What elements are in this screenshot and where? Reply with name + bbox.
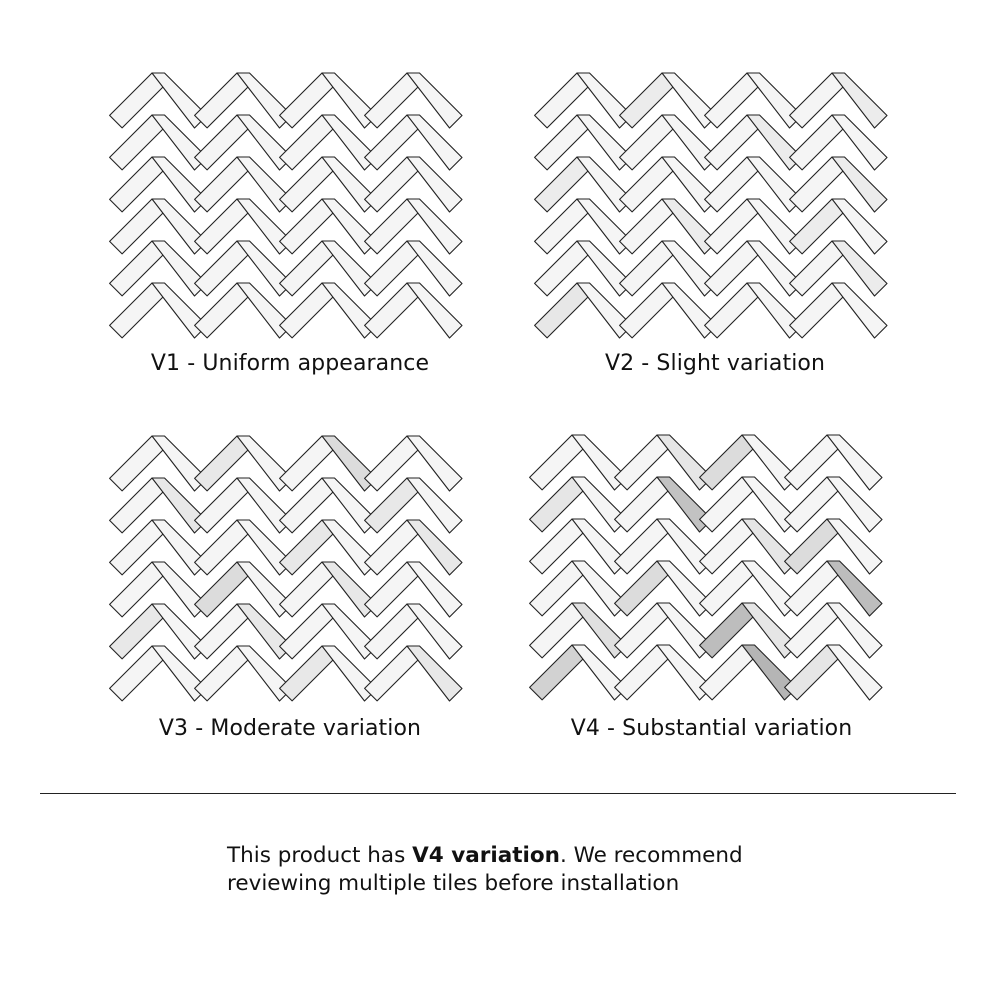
note-emphasis: V4 variation [412, 843, 560, 868]
tile-brick [831, 156, 888, 213]
section-divider [40, 793, 956, 794]
tile-sheet-group [109, 72, 463, 339]
caption-v3: V3 - Moderate variation [158, 716, 422, 741]
tile-brick [406, 477, 463, 534]
herringbone-tile-v4 [529, 434, 883, 701]
variation-note: This product has V4 variation. We recomm… [227, 842, 743, 898]
caption-v2: V2 - Slight variation [604, 351, 826, 376]
tile-brick [406, 603, 463, 660]
tile-sheet-group [529, 434, 883, 701]
note-line-2: reviewing multiple tiles before installa… [227, 871, 680, 896]
note-text-after: . We recommend [559, 843, 743, 868]
tile-brick [831, 282, 888, 339]
caption-v4: V4 - Substantial variation [570, 716, 853, 741]
tile-brick [406, 645, 463, 702]
variation-panel-v4: V4 - Substantial variation [510, 407, 913, 766]
variation-panel-v2: V2 - Slight variation [515, 45, 915, 405]
tile-brick [831, 198, 888, 255]
tile-brick [826, 518, 883, 575]
herringbone-tile-v1 [109, 72, 463, 339]
note-line-1: This product has V4 variation. We recomm… [227, 842, 743, 870]
herringbone-tile-v2 [534, 72, 888, 339]
caption-v1: V1 - Uniform appearance [150, 351, 430, 376]
tile-brick [826, 602, 883, 659]
tile-sheet-group [109, 435, 463, 702]
tile-brick [831, 114, 888, 171]
tile-brick [826, 560, 883, 617]
tile-brick [406, 240, 463, 297]
tile-brick [826, 434, 883, 491]
tile-brick [406, 561, 463, 618]
tile-brick [826, 476, 883, 533]
tile-brick [406, 198, 463, 255]
tile-brick [406, 72, 463, 129]
note-text-before: This product has [227, 843, 413, 868]
tile-brick [406, 435, 463, 492]
tile-brick [406, 519, 463, 576]
tile-sheet-group [534, 72, 888, 339]
herringbone-tile-v3 [109, 435, 463, 702]
variation-panel-v1: V1 - Uniform appearance [90, 45, 490, 405]
tile-brick [831, 72, 888, 129]
tile-brick [406, 156, 463, 213]
tile-brick [406, 114, 463, 171]
tile-brick [831, 240, 888, 297]
tile-brick [406, 282, 463, 339]
variation-panel-v3: V3 - Moderate variation [90, 408, 490, 768]
tile-brick [826, 644, 883, 701]
